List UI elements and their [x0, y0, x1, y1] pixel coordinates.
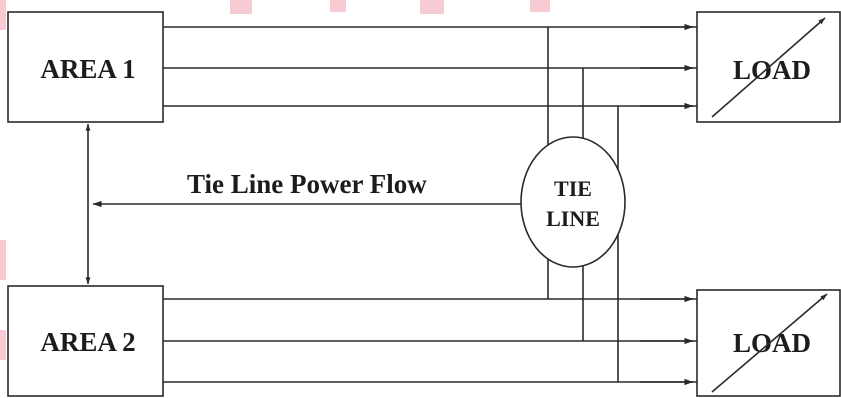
load-top-variable-arrow: [711, 17, 826, 118]
area-1-feeder-lines: [163, 23, 697, 110]
load-bottom-label: LOAD: [733, 328, 811, 358]
tie-line-node: TIE LINE: [520, 136, 626, 268]
area-2-node: AREA 2: [7, 285, 164, 397]
area-1-node: AREA 1: [7, 11, 164, 123]
tie-line-label-line1: TIE: [554, 176, 592, 201]
tie-line-power-flow-label: Tie Line Power Flow: [187, 169, 427, 199]
load-top-label: LOAD: [733, 55, 811, 85]
watermark: [0, 0, 550, 360]
area-2-feeder-lines: [163, 295, 697, 386]
load-bottom-node: LOAD: [696, 289, 841, 397]
area-1-label: AREA 1: [40, 54, 135, 84]
tie-line-label-line2: LINE: [546, 206, 600, 231]
load-top-node: LOAD: [696, 11, 841, 123]
area-2-label: AREA 2: [40, 327, 135, 357]
load-bottom-variable-arrow: [711, 293, 828, 393]
